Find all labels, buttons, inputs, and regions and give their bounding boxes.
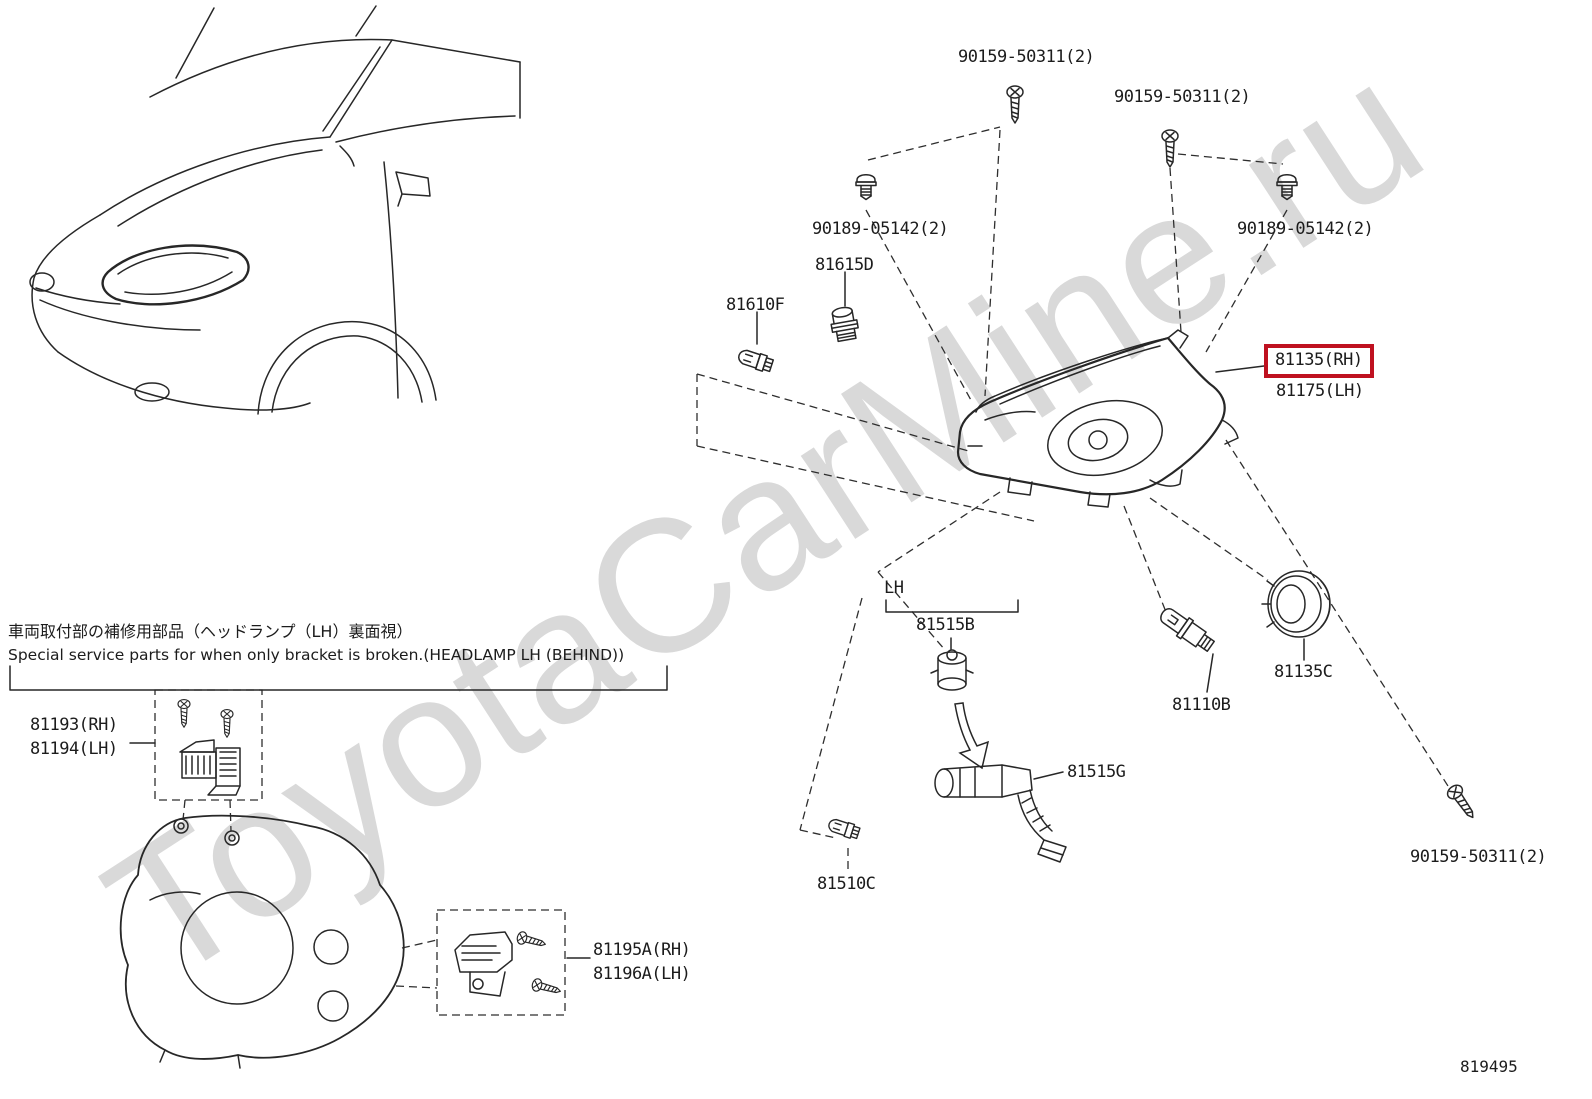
leader-81110B — [1206, 653, 1214, 693]
cord-drawing-81515G — [934, 764, 1067, 863]
screw-drawing-bracket-3 — [515, 930, 548, 951]
screw-drawing-upper-right — [1161, 129, 1179, 168]
retainer-drawing-81135C — [1261, 570, 1331, 638]
marker-bulb-drawing-81610F — [735, 346, 775, 375]
leader-81135 — [1215, 365, 1265, 373]
lh-side-tag: LH — [884, 578, 904, 598]
part-label-81194-lh[interactable]: 81194(LH) — [30, 739, 118, 759]
service-note-english: Special service parts for when only brac… — [8, 646, 625, 664]
part-label-screw-lower-right[interactable]: 90159-50311(2) — [1410, 847, 1547, 867]
screw-drawing-lower-right — [1444, 781, 1481, 823]
part-label-81135-rh[interactable]: 81135(RH) — [1275, 350, 1363, 370]
figure-number: 819495 — [1460, 1057, 1518, 1076]
part-label-81110B[interactable]: 81110B — [1172, 695, 1231, 715]
leader-81515G — [1033, 771, 1064, 780]
part-label-screw-upper-right[interactable]: 90159-50311(2) — [1114, 87, 1251, 107]
notes-underbracket — [9, 665, 668, 691]
assembly-guide-lines — [154, 126, 1449, 1016]
part-label-clip-right[interactable]: 90189-05142(2) — [1237, 219, 1374, 239]
halogen-bulb-drawing-81110B — [1160, 608, 1215, 652]
car-sketch — [29, 5, 521, 415]
part-label-81195A-rh[interactable]: 81195A(RH) — [593, 940, 691, 960]
part-label-81196A-lh[interactable]: 81196A(LH) — [593, 964, 691, 984]
part-label-81193-rh[interactable]: 81193(RH) — [30, 715, 118, 735]
clip-drawing-left — [855, 174, 877, 201]
screw-drawing-bracket-2 — [220, 708, 234, 738]
headlamp-back-panel-drawing — [119, 814, 405, 1069]
service-note-japanese: 車両取付部の補修用部品（ヘッドランプ（LH）裏面視） — [8, 622, 413, 641]
part-label-81510C[interactable]: 81510C — [817, 874, 876, 894]
bracket-part-drawing-81193 — [179, 739, 241, 796]
bulb-socket-drawing-81615D — [830, 306, 859, 343]
selected-part-highlight-box[interactable]: 81135(RH) — [1264, 344, 1374, 378]
screw-drawing-bracket-4 — [530, 977, 563, 998]
part-label-81175-lh[interactable]: 81175(LH) — [1276, 381, 1364, 401]
part-label-81515G[interactable]: 81515G — [1067, 762, 1126, 782]
screw-drawing-top — [1006, 85, 1024, 124]
part-label-81515B[interactable]: 81515B — [916, 615, 975, 635]
part-label-81135C[interactable]: 81135C — [1274, 662, 1333, 682]
part-label-screw-top[interactable]: 90159-50311(2) — [958, 47, 1095, 67]
clip-drawing-right — [1276, 174, 1298, 201]
screw-drawing-bracket-1 — [177, 698, 191, 728]
headlamp-assembly-drawing — [956, 329, 1239, 508]
socket-drawing-81515B — [930, 649, 974, 691]
install-direction-arrow-icon — [954, 702, 990, 770]
part-label-81610F[interactable]: 81610F — [726, 295, 785, 315]
lh-group-bracket — [885, 599, 1019, 613]
bracket-part-drawing-81195A — [454, 931, 513, 997]
part-label-clip-left[interactable]: 90189-05142(2) — [812, 219, 949, 239]
part-label-81615D[interactable]: 81615D — [815, 255, 874, 275]
